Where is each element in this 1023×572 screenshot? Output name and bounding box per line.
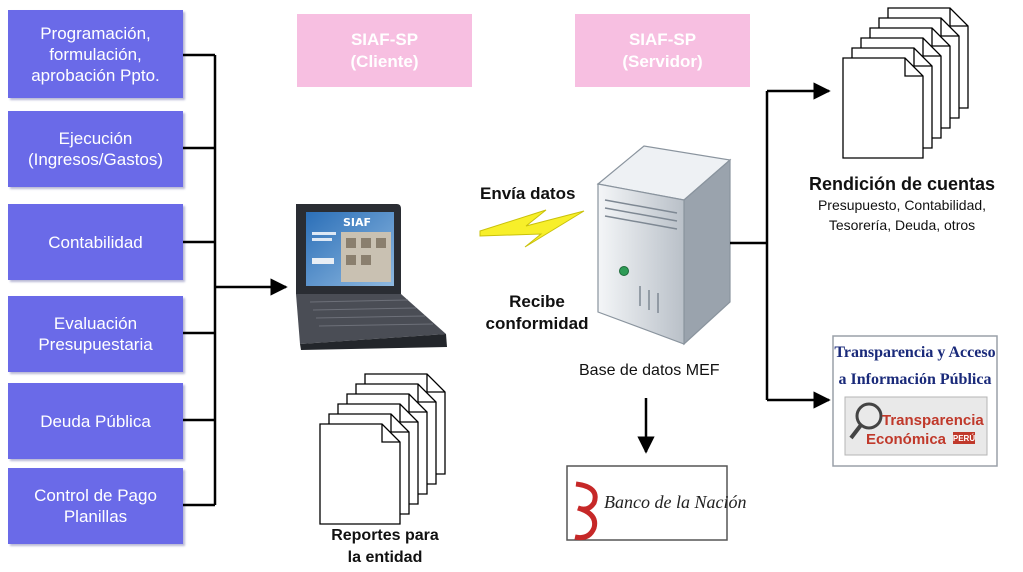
module-evaluacion-line-1: Evaluación [53, 314, 138, 333]
lightning-bolt-icon [479, 209, 585, 248]
laptop-screen-text: SIAF [343, 216, 371, 229]
module-programacion: Programación, formulación, aprobación Pp… [8, 10, 183, 98]
reports-label: Reportes para la entidad [310, 525, 460, 569]
module-programacion-line-3: aprobación Ppto. [31, 65, 160, 85]
accounts-detail-line-2: Tesorería, Deuda, otros [828, 217, 976, 233]
transparency-title-line-2: a Información Pública [839, 371, 992, 388]
module-evaluacion: Evaluación Presupuestaria [8, 296, 183, 372]
database-label: Base de datos MEF [579, 362, 720, 379]
receive-label: Recibe conformidad [483, 291, 591, 335]
send-data-label: Envía datos [480, 184, 576, 203]
bank-name-text: Banco de la Nación [604, 492, 746, 512]
module-ejecucion: Ejecución (Ingresos/Gastos) [8, 111, 183, 187]
module-ejecucion-line-1: Ejecución [58, 129, 133, 148]
accounts-label: Rendición de cuentas Presupuesto, Contab… [782, 173, 1022, 235]
client-box-subtitle: (Cliente) [350, 51, 419, 71]
module-contabilidad: Contabilidad [8, 204, 183, 280]
transparency-logo-line-2: Económica [866, 431, 947, 448]
accounts-document-stack-icon [842, 7, 969, 159]
reports-label-line-1: Reportes para [331, 527, 439, 544]
transparency-title-line-1: Transparencia y Acceso [834, 344, 995, 361]
modules-connector [183, 53, 217, 507]
client-box: SIAF-SP (Cliente) [297, 14, 472, 87]
reports-label-line-2: la entidad [347, 549, 423, 566]
server-box: SIAF-SP (Servidor) [575, 14, 750, 87]
server-box-subtitle: (Servidor) [622, 51, 703, 71]
module-deuda-line-1: Deuda Pública [40, 411, 151, 431]
accounts-detail-line-1: Presupuesto, Contabilidad, [817, 197, 987, 213]
reports-document-stack-icon [319, 373, 446, 525]
module-planillas-line-2: Planillas [63, 507, 128, 526]
server-icon [596, 145, 732, 346]
receive-label-line-1: Recibe [509, 292, 565, 311]
transparency-logo-line-1: Transparencia [882, 412, 984, 429]
module-deuda: Deuda Pública [8, 383, 183, 459]
module-evaluacion-line-2: Presupuestaria [38, 335, 153, 354]
module-ejecucion-line-2: (Ingresos/Gastos) [27, 150, 164, 169]
accounts-title: Rendición de cuentas [808, 174, 996, 194]
bank-logo [566, 465, 728, 541]
client-box-title: SIAF-SP [350, 29, 419, 49]
module-programacion-line-2: formulación, [49, 44, 142, 64]
server-box-title: SIAF-SP [628, 29, 697, 49]
module-contabilidad-line-1: Contabilidad [48, 232, 143, 252]
laptop-icon: SIAF [296, 204, 447, 350]
receive-label-line-2: conformidad [485, 314, 589, 333]
server-output-connector [730, 91, 769, 400]
module-planillas-line-1: Control de Pago [34, 486, 157, 505]
transparency-peru-badge: PERÚ [953, 434, 975, 443]
module-programacion-line-1: Programación, [40, 23, 151, 43]
module-planillas: Control de Pago Planillas [8, 468, 183, 544]
transparency-panel [832, 335, 998, 467]
